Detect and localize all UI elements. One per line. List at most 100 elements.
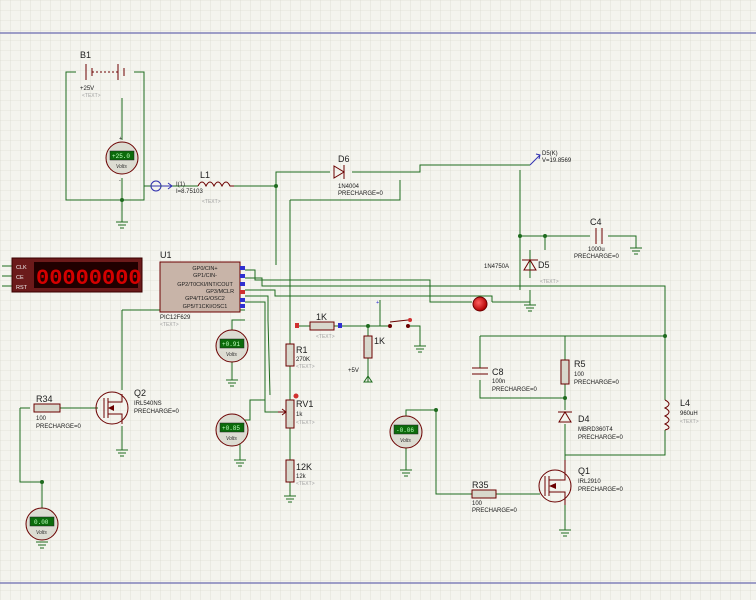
mosfet-q2-model: IRL540NS — [134, 401, 162, 407]
resistor-12k-value: 12K — [296, 462, 312, 472]
mcu-pin-gp2: GP2/T0CKI/INT/COUT — [177, 282, 233, 288]
zener-d5-text: <TEXT> — [540, 279, 559, 285]
resistor-12k-sub: 12k — [296, 474, 307, 480]
counter-timer[interactable]: 00000000 CLK CE RST — [11, 257, 143, 293]
wires — [2, 71, 666, 530]
resistor-1k-vertical[interactable]: 1K +5V — [348, 335, 385, 383]
meter-reading: +0.85 — [222, 425, 240, 432]
zener-d5[interactable]: D5 1N4750A <TEXT> — [484, 259, 559, 285]
inductor-l1-ref: L1 — [200, 170, 210, 180]
capacitor-c8-value: 100n — [492, 379, 505, 385]
inductor-l4[interactable]: L4 960uH <TEXT> — [663, 398, 699, 431]
mosfet-q1-ref: Q1 — [578, 466, 590, 476]
meter-unit: Volts — [116, 164, 127, 170]
capacitor-c8-ref: C8 — [492, 367, 504, 377]
junction-dots — [40, 184, 667, 484]
counter-display: 00000000 — [36, 266, 142, 291]
resistor-12k[interactable]: 12K 12k <TEXT> — [285, 459, 315, 487]
supply-label: +5V — [348, 368, 359, 374]
voltage-probe-value: V=19.8569 — [542, 158, 572, 164]
battery-value: +25V — [80, 86, 94, 92]
potentiometer-text: <TEXT> — [296, 420, 315, 426]
mosfet-q2[interactable]: Q2 IRL540NS PRECHARGE=0 — [95, 388, 180, 425]
voltmeter-2[interactable]: +0.91 Volts — [215, 329, 249, 363]
zener-d5-ref: D5 — [538, 260, 550, 270]
voltmeter-3[interactable]: +0.85 Volts — [215, 413, 249, 447]
svg-text:-: - — [119, 178, 121, 184]
mcu-text: <TEXT> — [160, 322, 179, 328]
capacitor-c4[interactable]: C4 1000u PRECHARGE=0 — [574, 217, 620, 260]
mcu-pin-gp0: GP0/CIN+ — [192, 266, 217, 272]
meter-unit: Volts — [36, 530, 47, 536]
resistor-r1[interactable]: R1 270K <TEXT> — [285, 343, 315, 370]
capacitor-c8[interactable]: C8 100n PRECHARGE=0 — [472, 367, 538, 393]
inductor-l4-text: <TEXT> — [680, 419, 699, 425]
resistor-1k-h-value: 1K — [316, 312, 327, 322]
diode-d6[interactable]: D6 1N4004 PRECHARGE=0 — [333, 154, 384, 197]
potentiometer-rv1[interactable]: RV1 1k <TEXT> — [278, 393, 315, 429]
mcu-pin-gp5: GP5/T1CKI/OSC1 — [183, 304, 228, 310]
potentiometer-ref: RV1 — [296, 399, 313, 409]
diode-d4[interactable]: D4 MBRD360T4 PRECHARGE=0 — [558, 411, 624, 441]
resistor-r34-value: 100 — [36, 416, 47, 422]
voltage-probe-label: D5(K) — [542, 151, 558, 157]
mcu-pin-gp4: GP4/T1G/OSC2 — [185, 296, 225, 302]
diode-d4-param: PRECHARGE=0 — [578, 435, 624, 441]
indicator-lamp[interactable] — [472, 296, 488, 312]
voltmeter-4[interactable]: -0.06 Volts — [389, 415, 423, 449]
resistor-r35-ref: R35 — [472, 480, 489, 490]
svg-text:+: + — [376, 300, 379, 306]
mosfet-q2-param: PRECHARGE=0 — [134, 409, 180, 415]
counter-pin-rst: RST — [16, 285, 28, 291]
current-probe[interactable]: I(1) I=8.75103 — [150, 180, 204, 195]
resistor-1k-horizontal[interactable]: 1K <TEXT> — [295, 312, 342, 340]
meter-reading: +0.91 — [222, 341, 240, 348]
battery-ref: B1 — [80, 50, 91, 60]
mcu-pin-gp3: GP3/MCLR — [206, 289, 234, 295]
resistor-r5-param: PRECHARGE=0 — [574, 380, 620, 386]
inductor-l4-value: 960uH — [680, 411, 698, 417]
push-switch[interactable]: + — [376, 300, 412, 328]
mcu-ref: U1 — [160, 250, 172, 260]
meter-reading: 0.00 — [34, 519, 49, 526]
mcu-pin-gp1: GP1/CIN- — [193, 273, 217, 279]
resistor-r34-param: PRECHARGE=0 — [36, 424, 82, 430]
diode-d6-param: PRECHARGE=0 — [338, 191, 384, 197]
resistor-1k-h-text: <TEXT> — [316, 334, 335, 340]
mcu-u1[interactable]: U1 GP0/CIN+ GP1/CIN- GP2/T0CKI/INT/COUT … — [159, 250, 245, 328]
mosfet-q1-model: IRL2910 — [578, 479, 601, 485]
resistor-r5[interactable]: R5 100 PRECHARGE=0 — [560, 359, 620, 386]
meter-unit: Volts — [226, 352, 237, 358]
voltage-probe[interactable]: D5(K) V=19.8569 — [529, 151, 572, 166]
resistor-r35-param: PRECHARGE=0 — [472, 508, 518, 514]
battery-b1[interactable]: B1 +25V <TEXT> — [80, 50, 125, 99]
resistor-r1-text: <TEXT> — [296, 364, 315, 370]
svg-text:+: + — [119, 136, 122, 142]
resistor-r1-value: 270K — [296, 357, 310, 363]
capacitor-c4-value: 1000u — [588, 247, 605, 253]
meter-reading: -0.06 — [396, 427, 414, 434]
resistor-1k-v-value: 1K — [374, 336, 385, 346]
diode-d4-ref: D4 — [578, 414, 590, 424]
counter-pin-clk: CLK — [16, 265, 27, 271]
potentiometer-value: 1k — [296, 412, 303, 418]
inductor-l1[interactable]: L1 <TEXT> — [197, 170, 234, 205]
resistor-r34[interactable]: R34 100 PRECHARGE=0 — [33, 394, 82, 430]
ground-symbols — [36, 221, 642, 549]
resistor-r35-value: 100 — [472, 501, 483, 507]
mcu-part: PIC12F629 — [160, 315, 191, 321]
meter-unit: Volts — [226, 436, 237, 442]
zener-d5-model: 1N4750A — [484, 264, 509, 270]
mosfet-q1[interactable]: Q1 IRL2910 PRECHARGE=0 — [538, 460, 624, 505]
resistor-r34-ref: R34 — [36, 394, 53, 404]
voltmeter-1[interactable]: +25.0 Volts + - — [105, 136, 139, 184]
resistor-r5-value: 100 — [574, 372, 585, 378]
battery-text: <TEXT> — [82, 93, 101, 99]
voltmeter-5[interactable]: 0.00 Volts — [25, 507, 59, 541]
meter-unit: Volts — [400, 438, 411, 444]
counter-pin-ce: CE — [16, 275, 24, 281]
diode-d6-model: 1N4004 — [338, 184, 360, 190]
resistor-r35[interactable]: R35 100 PRECHARGE=0 — [471, 480, 518, 514]
mosfet-q1-param: PRECHARGE=0 — [578, 487, 624, 493]
